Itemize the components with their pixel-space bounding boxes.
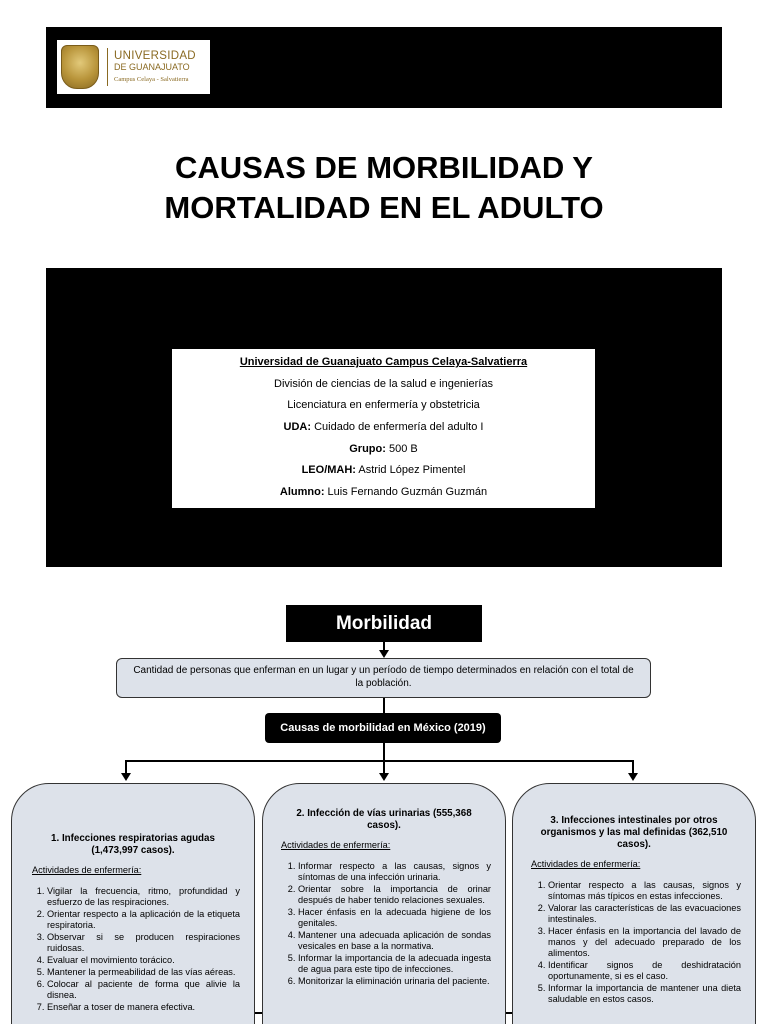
info-teacher-label: LEO/MAH: (301, 464, 356, 477)
causes-heading: Causas de morbilidad en México (2019) (265, 713, 501, 743)
list-item: Monitorizar la eliminación urinaria del … (298, 976, 491, 987)
list-item: Hacer énfasis en la adecuada higiene de … (298, 907, 491, 929)
list-item: Colocar al paciente de forma que alivie … (47, 979, 240, 1001)
card-title: 3. Infecciones intestinales por otros or… (540, 815, 728, 850)
list-item: Identificar signos de deshidratación opo… (548, 960, 741, 982)
arrow-down-icon (628, 773, 638, 781)
logo-name: UNIVERSIDAD (114, 49, 196, 62)
card-subtitle: Actividades de enfermería: (32, 865, 142, 875)
info-student-label: Alumno: (279, 486, 325, 499)
list-item: Mantener la permeabilidad de las vías aé… (47, 967, 240, 978)
morbidity-heading: Morbilidad (286, 605, 482, 642)
arrow-down-icon (379, 773, 389, 781)
list-item: Vigilar la frecuencia, ritmo, profundida… (47, 886, 240, 908)
arrow-down-icon (121, 773, 131, 781)
info-division: División de ciencias de la salud e ingen… (274, 377, 493, 390)
list-item: Orientar respecto a las causas, signos y… (548, 880, 741, 902)
cause-card-1: 1. Infecciones respiratorias agudas (1,4… (11, 783, 255, 1024)
info-program: Licenciatura en enfermería y obstetricia (287, 399, 480, 412)
card-link-line (505, 1012, 515, 1014)
card-subtitle: Actividades de enfermería: (531, 859, 641, 869)
definition-box: Cantidad de personas que enferman en un … (116, 658, 651, 698)
connector-line (383, 743, 385, 761)
page-title: CAUSAS DE MORBILIDAD Y MORTALIDAD EN EL … (0, 148, 768, 228)
card-title: 1. Infecciones respiratorias agudas (1,4… (51, 833, 215, 856)
info-uda: UDA: Cuidado de enfermería del adulto I (172, 417, 595, 439)
logo-text: UNIVERSIDAD DE GUANAJUATO Campus Celaya … (114, 49, 196, 84)
info-uda-label: UDA: (283, 421, 312, 434)
list-item: Mantener una adecuada aplicación de sond… (298, 930, 491, 952)
list-item: Informar respecto a las causas, signos y… (298, 861, 491, 883)
info-university: Universidad de Guanajuato Campus Celaya-… (239, 356, 528, 368)
info-student-value: Luis Fernando Guzmán Guzmán (324, 486, 488, 499)
info-teacher: LEO/MAH: Astrid López Pimentel (172, 460, 595, 482)
branch-line (125, 760, 634, 762)
list-item: Informar la importancia de la adecuada i… (298, 953, 491, 975)
connector-line (383, 698, 385, 713)
connector-line (125, 760, 127, 773)
arrow-down-icon (379, 650, 389, 658)
info-student: Alumno: Luis Fernando Guzmán Guzmán (172, 482, 595, 504)
info-uda-value: Cuidado de enfermería del adulto I (311, 421, 484, 434)
cause-card-2: 2. Infección de vías urinarias (555,368 … (262, 783, 506, 1024)
info-group-label: Grupo: (349, 442, 386, 455)
card-link-line (254, 1012, 264, 1014)
list-item: Orientar sobre la importancia de orinar … (298, 884, 491, 906)
university-logo: UNIVERSIDAD DE GUANAJUATO Campus Celaya … (57, 40, 210, 94)
logo-campus: Campus Celaya - Salvatierra (114, 76, 189, 83)
info-teacher-value: Astrid López Pimentel (355, 464, 466, 477)
card-subtitle: Actividades de enfermería: (281, 840, 391, 850)
university-seal-icon (61, 45, 99, 89)
connector-line (383, 642, 385, 650)
info-card: Universidad de Guanajuato Campus Celaya-… (172, 349, 595, 508)
page-title-line-1: CAUSAS DE MORBILIDAD Y (175, 150, 593, 185)
info-group-value: 500 B (385, 442, 418, 455)
logo-divider (107, 48, 108, 86)
connector-line (632, 760, 634, 773)
list-item: Enseñar a toser de manera efectiva. (47, 1002, 240, 1013)
card-activity-list: Orientar respecto a las causas, signos y… (513, 880, 755, 1005)
info-group: Grupo: 500 B (172, 439, 595, 461)
connector-line (383, 760, 385, 773)
cause-card-3: 3. Infecciones intestinales por otros or… (512, 783, 756, 1024)
card-activity-list: Informar respecto a las causas, signos y… (263, 861, 505, 987)
page-title-line-2: MORTALIDAD EN EL ADULTO (164, 190, 604, 225)
list-item: Observar si se producen respiraciones ru… (47, 932, 240, 954)
list-item: Orientar respecto a la aplicación de la … (47, 909, 240, 931)
list-item: Evaluar el movimiento torácico. (47, 955, 240, 966)
list-item: Valorar las características de las evacu… (548, 903, 741, 925)
list-item: Hacer énfasis en la importancia del lava… (548, 926, 741, 959)
logo-name-2: DE GUANAJUATO (114, 62, 190, 72)
card-activity-list: Vigilar la frecuencia, ritmo, profundida… (12, 886, 254, 1013)
list-item: Informar la importancia de mantener una … (548, 983, 741, 1005)
card-title: 2. Infección de vías urinarias (555,368 … (296, 808, 472, 831)
